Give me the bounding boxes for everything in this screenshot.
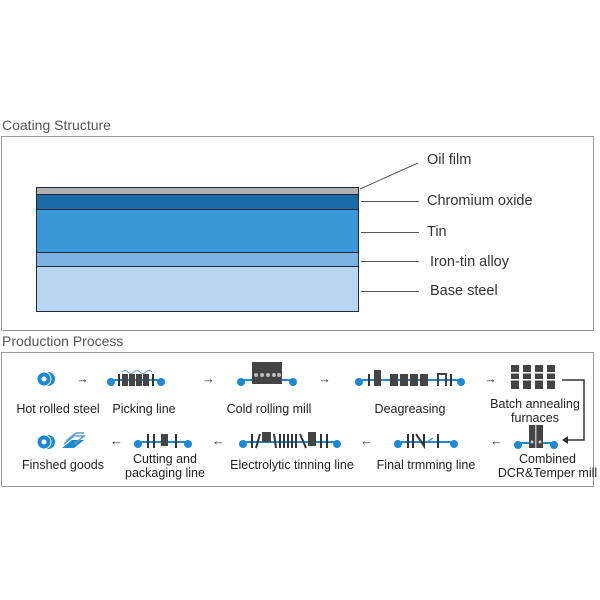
cutting-line-icon: [134, 434, 192, 448]
production-process-panel: [1, 352, 594, 487]
step-label-electrolytic-tinning-line: Electrolytic tinning line: [230, 458, 354, 472]
arrow-5: ←: [490, 433, 503, 448]
label-iron-tin-alloy: Iron-tin alloy: [430, 254, 509, 270]
step-label-temper-mill-line2: DCR&Temper mill: [497, 466, 598, 480]
step-label-cold-rolling-mill: Cold rolling mill: [226, 402, 312, 416]
arrow-1: →: [76, 371, 89, 386]
production-process-title: Production Process: [2, 333, 124, 349]
label-base-steel: Base steel: [430, 283, 498, 299]
step-label-temper-mill-line1: Combined: [519, 452, 576, 466]
step-label-batch-annealing-line2: furnaces: [511, 411, 559, 425]
step-label-degreasing: Deagreasing: [374, 402, 446, 416]
step-label-picking-line: Picking line: [112, 402, 176, 416]
layer-base-steel: [36, 266, 359, 312]
layer-tin: [36, 209, 359, 254]
step-label-batch-annealing: Batch annealing furnaces: [480, 397, 590, 425]
row-connector-arrow: [562, 379, 585, 444]
label-tin: Tin: [427, 224, 447, 240]
cold-rolling-mill-icon: [237, 362, 297, 386]
iron-tin-alloy-leader: [361, 261, 419, 262]
finished-goods-icon: [36, 432, 86, 450]
arrow-2: →: [202, 371, 215, 386]
oil-film-leader: [359, 162, 419, 190]
tinning-line-icon: [239, 432, 341, 449]
coil-icon: [36, 371, 55, 387]
step-label-batch-annealing-line1: Batch annealing: [490, 397, 580, 411]
chromium-oxide-leader: [361, 201, 419, 202]
pickling-line-icon: [107, 370, 165, 386]
trimming-line-icon: [394, 433, 458, 450]
step-label-final-trimming-line: Final trmming line: [376, 458, 476, 472]
label-chromium-oxide: Chromium oxide: [427, 193, 533, 209]
temper-mill-icon: [514, 425, 558, 449]
arrow-7: ←: [212, 433, 225, 448]
step-label-cutting-packaging: Cutting and packaging line: [118, 452, 212, 480]
coating-structure-title: Coating Structure: [2, 117, 111, 133]
base-steel-leader: [361, 291, 419, 292]
arrow-8: ←: [110, 433, 123, 448]
step-label-cutting-packaging-line2: packaging line: [125, 466, 205, 480]
arrow-6: ←: [360, 433, 373, 448]
degreasing-line-icon: [355, 370, 465, 386]
step-label-cutting-packaging-line1: Cutting and: [133, 452, 197, 466]
step-label-hot-rolled-steel: Hot rolled steel: [16, 402, 100, 416]
tin-leader: [361, 232, 419, 233]
step-label-temper-mill: Combined DCR&Temper mill: [495, 452, 600, 480]
arrow-4: →: [484, 371, 497, 386]
step-label-finished-goods: Finshed goods: [21, 458, 104, 472]
label-oil-film: Oil film: [427, 152, 472, 168]
arrow-3: →: [318, 371, 331, 386]
annealing-furnace-icon: [511, 365, 555, 389]
